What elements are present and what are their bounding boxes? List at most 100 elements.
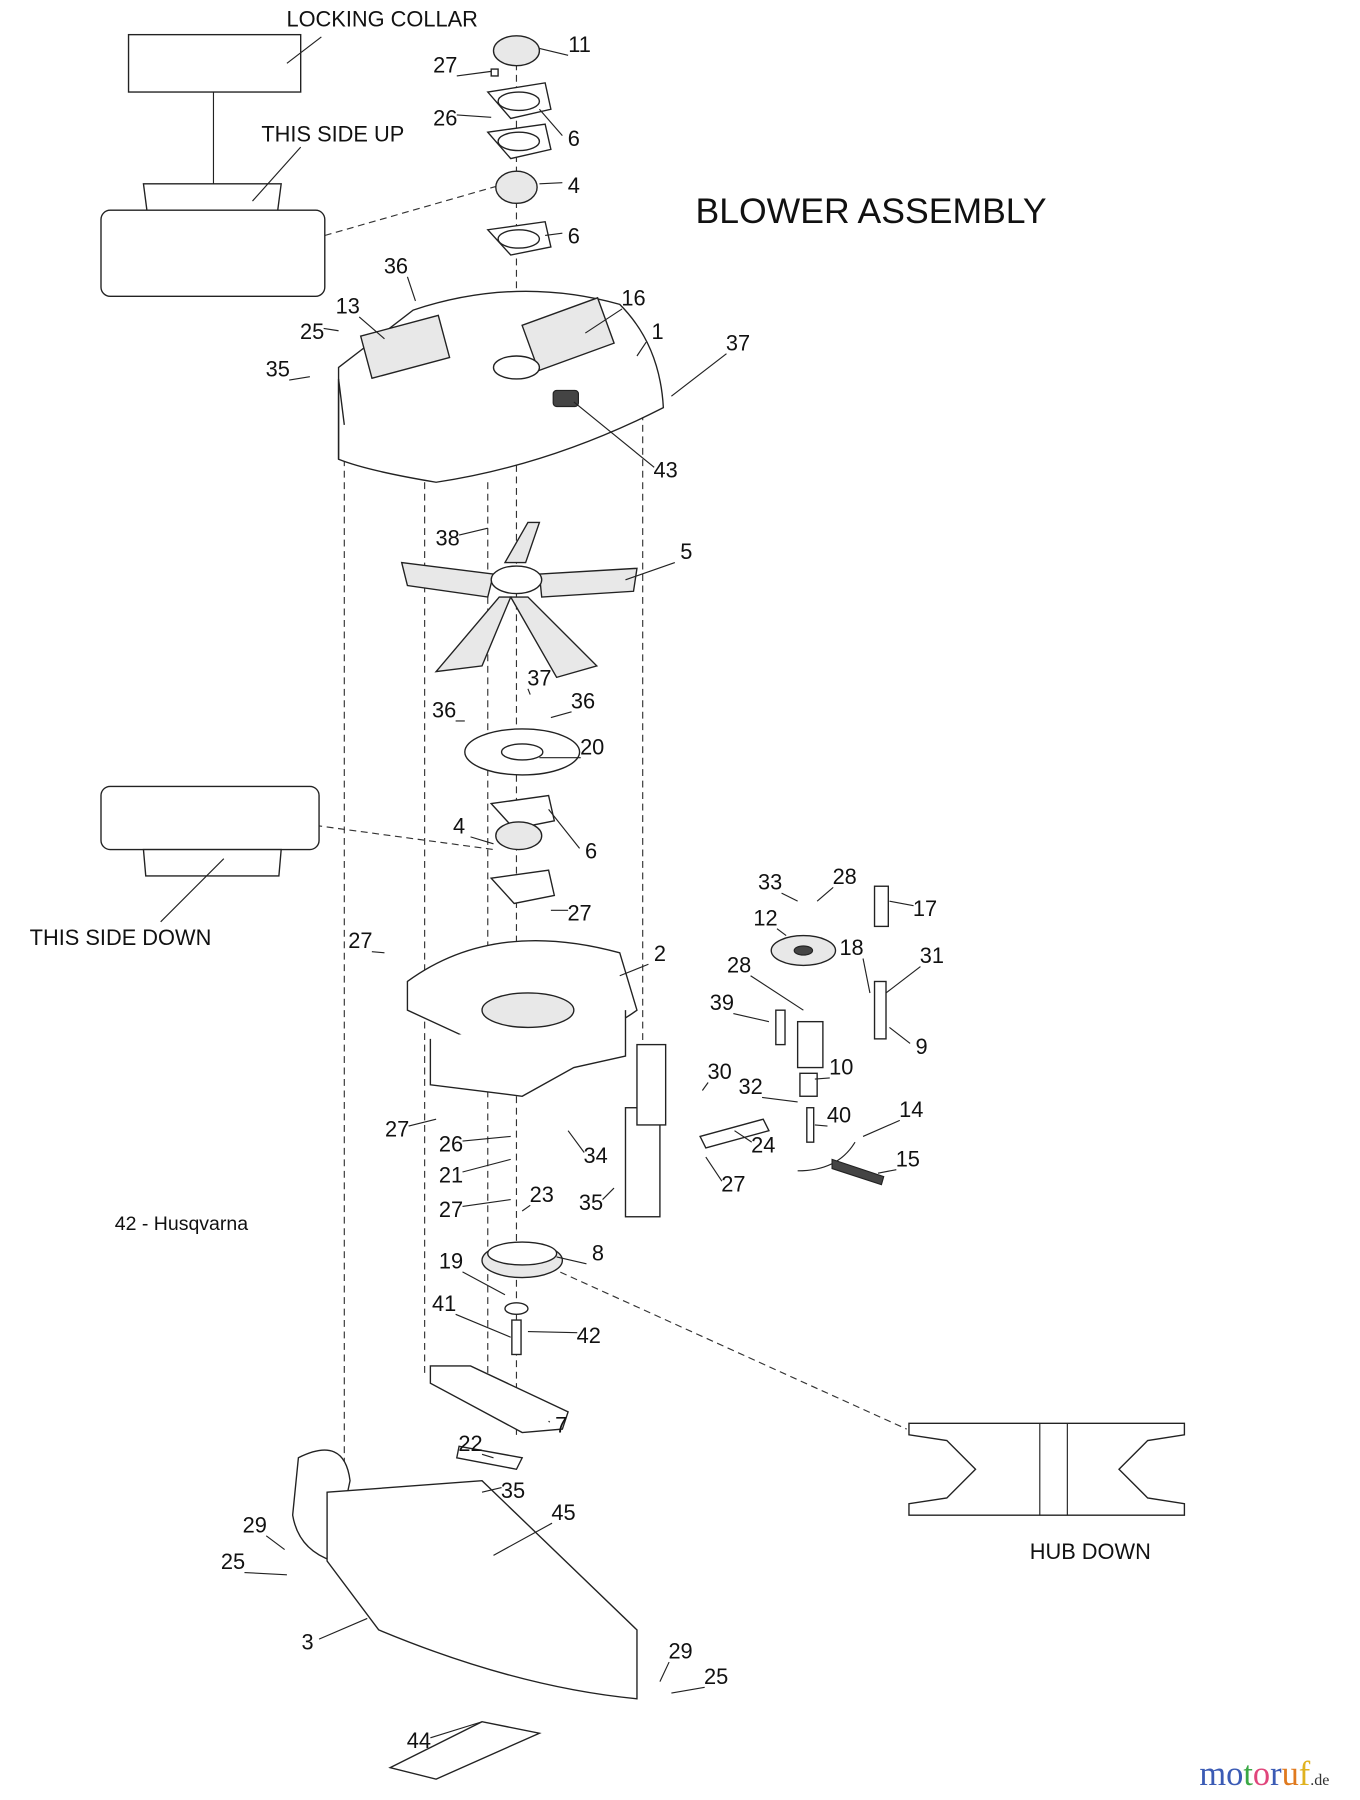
leader-line [470, 836, 494, 845]
leader-line [671, 353, 727, 397]
leader-line [671, 1686, 705, 1694]
part-number-label: 7 [555, 1413, 567, 1438]
part-number-label: 6 [585, 839, 597, 864]
leader-line [733, 1013, 770, 1023]
part-number-label: 29 [243, 1512, 267, 1537]
leader-line [458, 527, 488, 536]
part-number-label: 27 [348, 928, 372, 953]
leader-line [761, 1096, 798, 1103]
leader-line [406, 276, 417, 302]
part-number-label: 27 [433, 53, 457, 78]
this-side-down-caption: THIS SIDE DOWN [30, 925, 212, 950]
leader-line [816, 886, 834, 902]
part-number-label: 32 [738, 1074, 762, 1099]
part-number-label: 11 [568, 32, 591, 57]
part-number-label: 37 [726, 330, 750, 355]
part-number-label: 4 [568, 173, 580, 198]
middle-bearing-stack [464, 728, 581, 905]
part-number-label: 38 [435, 525, 459, 550]
leader-line [430, 1721, 483, 1739]
part-number-label: 28 [833, 864, 857, 889]
part-number-label: 45 [551, 1500, 575, 1525]
bracket [429, 1365, 569, 1434]
leader-line [877, 1169, 897, 1174]
leader-line [781, 892, 798, 902]
part-number-label: 42 [577, 1323, 601, 1348]
part-number-label: 1 [652, 319, 664, 344]
leader-line [455, 1313, 511, 1338]
leader-line [462, 1158, 511, 1173]
hub-down-caption: HUB DOWN [1030, 1539, 1151, 1564]
leader-line [889, 900, 914, 907]
part-number-label: 25 [704, 1664, 728, 1689]
leader-line [408, 1118, 437, 1127]
locking-collar-caption: LOCKING COLLAR [286, 7, 477, 32]
part-number-label: 9 [916, 1034, 928, 1059]
part-number-label: 5 [680, 539, 692, 564]
part-number-label: 19 [439, 1248, 463, 1273]
impeller-fan [400, 521, 638, 679]
part-number-label: 41 [432, 1291, 456, 1316]
part-number-label: 26 [433, 105, 457, 130]
part-number-label: 25 [300, 319, 324, 344]
part-number-label: 3 [302, 1629, 314, 1654]
bearing-side-down-illustration [100, 785, 320, 923]
part-number-label: 29 [668, 1639, 692, 1664]
leader-line [545, 232, 563, 237]
part-number-label: 39 [710, 990, 734, 1015]
part-number-label: 44 [407, 1728, 431, 1753]
leader-line [358, 316, 385, 340]
part-number-label: 4 [453, 813, 465, 838]
leader-line [289, 376, 310, 381]
leader-line [636, 341, 647, 357]
leader-line [548, 808, 581, 849]
blower-housing-base [406, 940, 667, 1218]
leader-line [456, 114, 492, 118]
leader-line [619, 963, 649, 977]
leader-line [318, 1617, 368, 1640]
part-number-label: 23 [530, 1182, 554, 1207]
diagram-title: BLOWER ASSEMBLY [696, 191, 1047, 231]
part-number-label: 6 [568, 126, 580, 151]
leader-line [456, 70, 492, 77]
part-number-label: 40 [827, 1103, 851, 1128]
pulley-hub-down-illustration [908, 1422, 1186, 1516]
leader-line [265, 1535, 285, 1551]
part-number-label: 36 [432, 698, 456, 723]
leader-line [701, 1082, 709, 1091]
leader-line [776, 928, 787, 937]
leader-line [548, 1420, 551, 1423]
leader-line [573, 401, 655, 468]
leader-line [462, 1271, 506, 1296]
part-number-label: 35 [579, 1190, 603, 1215]
blower-housing-top [337, 290, 665, 483]
motoruf-watermark: motoruf.de [1199, 1755, 1329, 1793]
leader-line [527, 688, 531, 695]
leader-line [659, 1661, 670, 1682]
part-number-label: 30 [707, 1059, 731, 1084]
part-number-label: 35 [501, 1478, 525, 1503]
part-number-label: 28 [727, 952, 751, 977]
part-number-label: 27 [439, 1197, 463, 1222]
leader-line [521, 1204, 531, 1212]
husqvarna-note: 42 - Husqvarna [115, 1213, 248, 1235]
part-number-label: 6 [568, 224, 580, 249]
part-number-label: 15 [896, 1146, 920, 1171]
leader-line [556, 1256, 587, 1265]
leader-line [244, 1571, 287, 1576]
part-number-label: 18 [839, 935, 863, 960]
leader-line [527, 1330, 578, 1334]
part-number-label: 34 [584, 1143, 608, 1168]
leader-line [462, 1135, 511, 1142]
leader-line [323, 327, 339, 332]
part-number-label: 13 [336, 294, 360, 319]
part-number-label: 10 [829, 1054, 853, 1079]
leader-line [462, 1198, 511, 1207]
drive-pulley [481, 1241, 564, 1356]
part-number-label: 27 [567, 901, 591, 926]
leader-line [814, 1077, 830, 1080]
leader-line [550, 711, 572, 719]
discharge-chute [291, 1445, 638, 1780]
